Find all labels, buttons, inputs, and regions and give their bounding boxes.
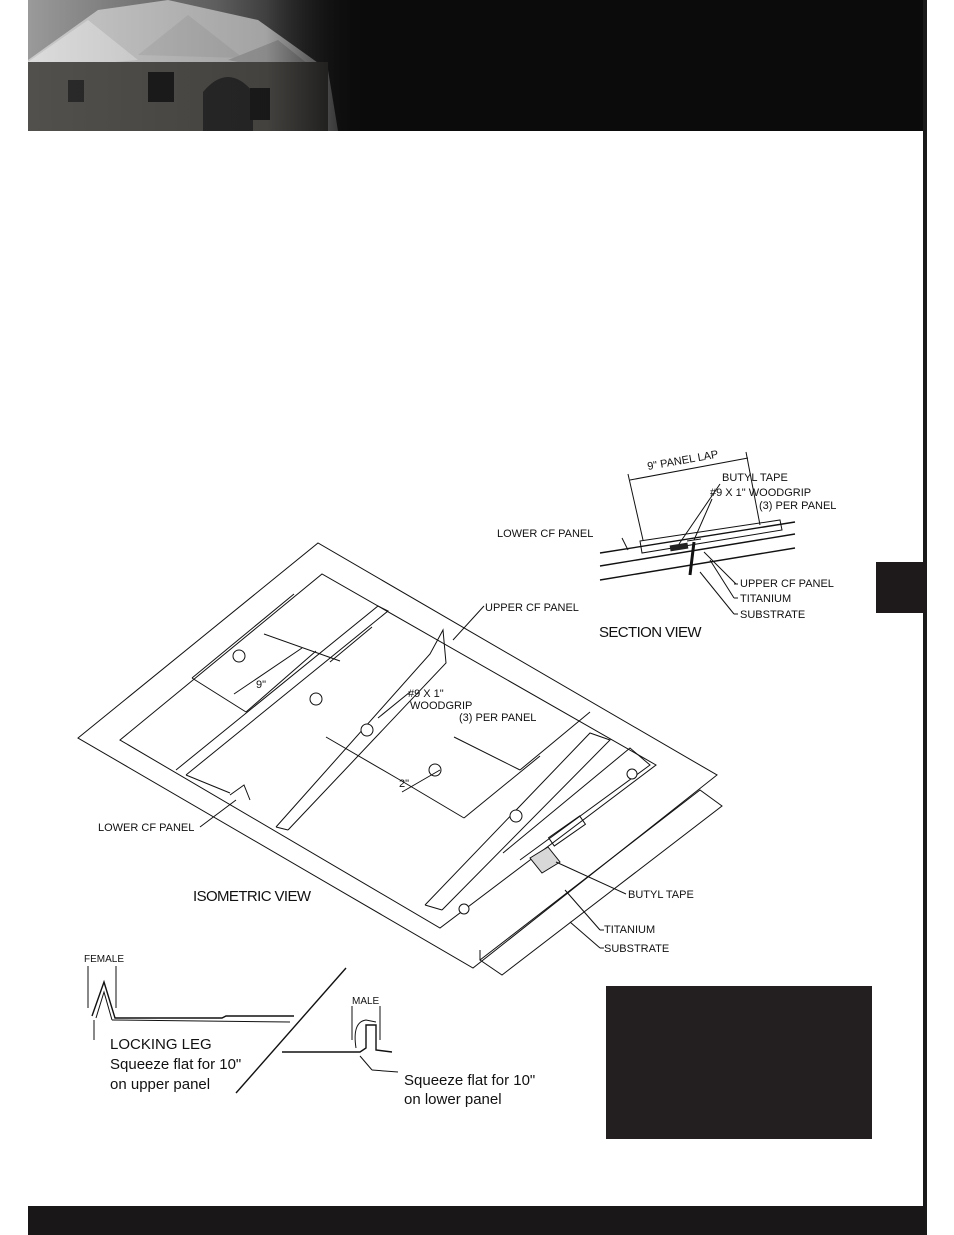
section-view-diagram (599, 451, 796, 615)
iso-substrate-label: SUBSTRATE (604, 943, 669, 955)
iso-per-panel-label: (3) PER PANEL (459, 712, 536, 724)
profile-detail-diagram (87, 966, 399, 1094)
iso-woodgrip-label: WOODGRIP (410, 700, 472, 712)
iso-titanium-label: TITANIUM (604, 924, 655, 936)
note-box (606, 986, 872, 1139)
right-edge-bar (923, 0, 927, 1235)
isometric-view-title: ISOMETRIC VIEW (193, 888, 312, 905)
section-upper-cf-panel-label: UPPER CF PANEL (740, 578, 834, 590)
house-photo (28, 0, 368, 131)
iso-dim-2-label: 2" (399, 778, 409, 790)
iso-lower-cf-panel-label: LOWER CF PANEL (98, 822, 194, 834)
iso-screw-label: #9 X 1" (408, 688, 444, 700)
section-butyl-tape-label: BUTYL TAPE (722, 472, 788, 484)
section-woodgrip-label: #9 X 1" WOODGRIP (710, 487, 811, 499)
female-label: FEMALE (84, 954, 124, 965)
male-label: MALE (352, 996, 380, 1007)
section-substrate-label: SUBSTRATE (740, 609, 805, 621)
section-panel-lap-label: 9" PANEL LAP (646, 449, 719, 473)
section-titanium-label: TITANIUM (740, 593, 791, 605)
section-view-title: SECTION VIEW (599, 624, 702, 641)
section-lower-cf-panel-label: LOWER CF PANEL (497, 528, 593, 540)
iso-upper-cf-panel-label: UPPER CF PANEL (485, 602, 579, 614)
section-tab (876, 562, 926, 613)
upper-panel-note-line2: on upper panel (110, 1076, 210, 1093)
locking-leg-label: LOCKING LEG (110, 1036, 212, 1053)
isometric-view-diagram (77, 542, 723, 976)
header-band (28, 0, 925, 131)
iso-dim-9-label: 9" (256, 679, 266, 691)
section-per-panel-label: (3) PER PANEL (759, 500, 836, 512)
footer-band (28, 1206, 925, 1235)
lower-panel-note-line2: on lower panel (404, 1091, 502, 1108)
lower-panel-note-line1: Squeeze flat for 10" (404, 1072, 535, 1089)
iso-butyl-tape-label: BUTYL TAPE (628, 889, 694, 901)
upper-panel-note-line1: Squeeze flat for 10" (110, 1056, 241, 1073)
